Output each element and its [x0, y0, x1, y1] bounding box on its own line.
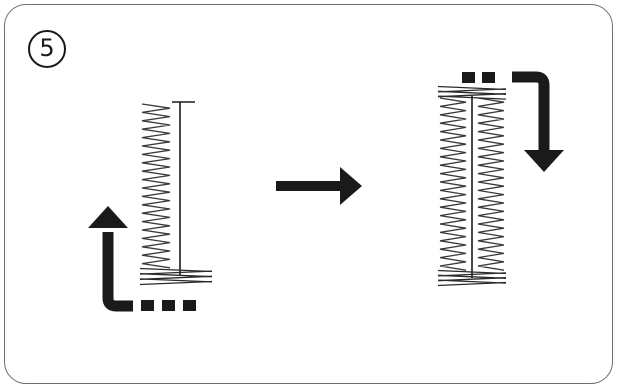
completed-bottom-bartack [437, 269, 507, 287]
u-turn-down-arrow-icon [462, 71, 564, 172]
right-right-zigzag-column [477, 97, 505, 271]
right-left-zigzag-column [439, 97, 467, 271]
buttonhole-first-half [139, 101, 213, 286]
left-zigzag-column [141, 103, 171, 269]
bottom-bartack [139, 267, 213, 286]
top-bartack [437, 85, 507, 100]
buttonhole-completed [437, 85, 507, 287]
illustration-panel [4, 4, 613, 384]
u-turn-up-arrow-icon [88, 206, 196, 312]
right-arrow-icon [276, 167, 362, 205]
step-number-badge: 5 [28, 30, 66, 68]
